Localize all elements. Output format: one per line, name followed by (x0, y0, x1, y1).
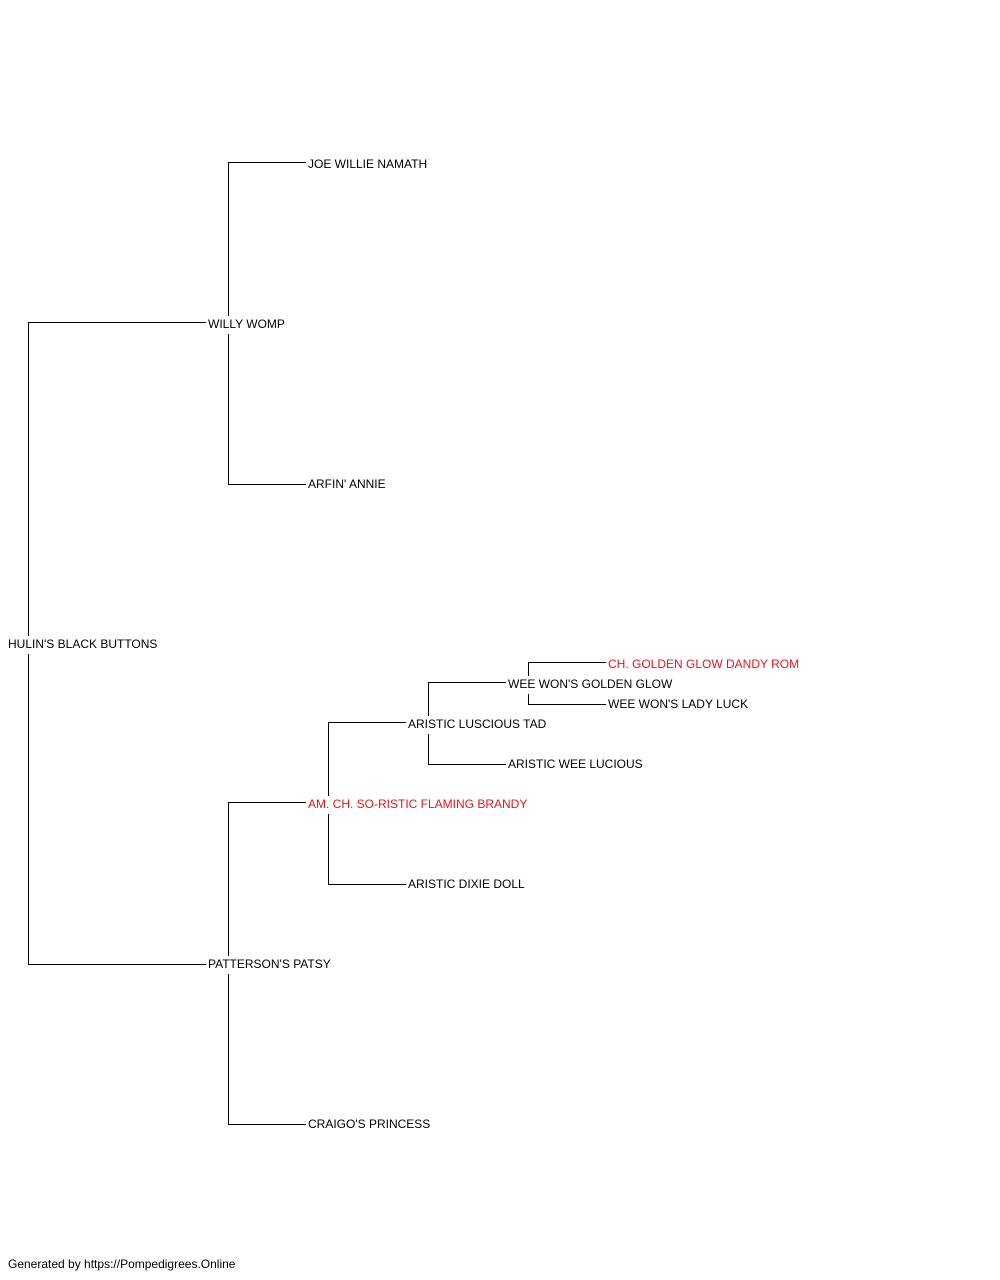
connector-dam-sire-dam (328, 814, 406, 885)
dam-sire-sire-sire-sire-name: CH. GOLDEN GLOW DANDY ROM (608, 657, 800, 671)
connector-dam-sire (228, 802, 306, 956)
dam-sire-sire-dam-name: ARISTIC WEE LUCIOUS (508, 757, 643, 771)
connector-subject-dam (28, 654, 206, 965)
connector-tad-sire (428, 682, 506, 716)
connector-tad-dam (428, 734, 506, 765)
dam-sire-sire-sire-name: WEE WON'S GOLDEN GLOW (508, 677, 673, 691)
dam-name: PATTERSON'S PATSY (208, 957, 331, 971)
connector-glow-sire (528, 662, 606, 676)
sire-dam-name: ARFIN' ANNIE (308, 477, 386, 491)
connector-dam-dam (228, 974, 306, 1125)
dam-sire-sire-name: ARISTIC LUSCIOUS TAD (408, 717, 547, 731)
sire-sire-name: JOE WILLIE NAMATH (308, 157, 428, 171)
subject-dog-name: HULIN'S BLACK BUTTONS (8, 637, 158, 651)
generated-by-footer: Generated by https://Pompedigrees.Online (8, 1257, 236, 1271)
connector-dam-sire-sire (328, 722, 406, 796)
dam-sire-dam-name: ARISTIC DIXIE DOLL (408, 877, 525, 891)
connector-sire-sire (228, 162, 306, 316)
dam-sire-sire-sire-dam-name: WEE WON'S LADY LUCK (608, 697, 749, 711)
connector-glow-dam (528, 694, 606, 705)
connector-sire-dam (228, 334, 306, 485)
connector-subject-sire (28, 322, 206, 636)
dam-sire-name: AM. CH. SO-RISTIC FLAMING BRANDY (308, 797, 528, 811)
sire-name: WILLY WOMP (208, 317, 285, 331)
dam-dam-name: CRAIGO'S PRINCESS (308, 1117, 431, 1131)
